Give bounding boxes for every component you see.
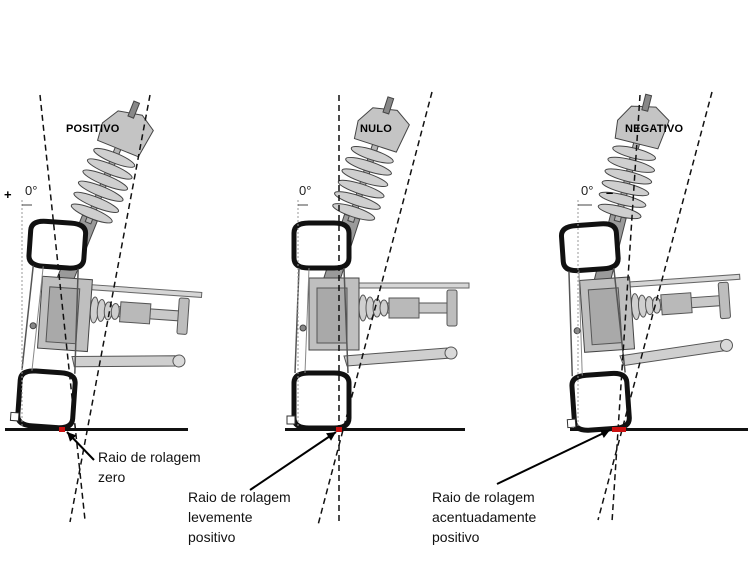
panel-title-positivo: POSITIVO [66, 123, 120, 135]
angle-label-nulo: 0° [299, 183, 312, 198]
angle-label-negativo: 0° [581, 183, 594, 198]
panel-title-nulo: NULO [360, 123, 392, 135]
contact-point-nulo [336, 427, 342, 432]
wheel-plane-line-negativo [611, 94, 641, 523]
ground-line-negativo [570, 428, 748, 431]
caption-arrowhead-negativo [599, 429, 610, 438]
contact-point-negativo [612, 427, 626, 432]
camber-sign-plus: + [4, 187, 12, 202]
ground-line-nulo [285, 428, 465, 431]
angle-label-positivo: 0° [25, 183, 38, 198]
wheel-assembly-nulo [287, 90, 469, 428]
steering-axis-line-negativo [597, 91, 713, 521]
ground-line-positivo [5, 428, 188, 431]
caption-arrow-negativo [496, 429, 611, 485]
caption-positivo: Raio de rolagem zero [98, 449, 201, 485]
contact-point-positivo [59, 427, 65, 432]
wheel-assembly-positivo [10, 88, 215, 438]
wheel-plane-line-positivo [39, 94, 86, 521]
panel-title-negativo: NEGATIVO [625, 123, 684, 135]
caption-arrow-nulo [249, 431, 337, 491]
caption-negativo: Raio de rolagem acentuadamente positivo [432, 489, 537, 545]
steering-axis-line-nulo [317, 91, 433, 526]
caption-nulo: Raio de rolagem levemente positivo [188, 489, 291, 545]
steering-axis-line-positivo [69, 94, 151, 523]
caption-arrowhead-nulo [326, 432, 336, 441]
camber-sign-minus: – [606, 185, 614, 200]
caption-arrowhead-positivo [67, 432, 77, 442]
